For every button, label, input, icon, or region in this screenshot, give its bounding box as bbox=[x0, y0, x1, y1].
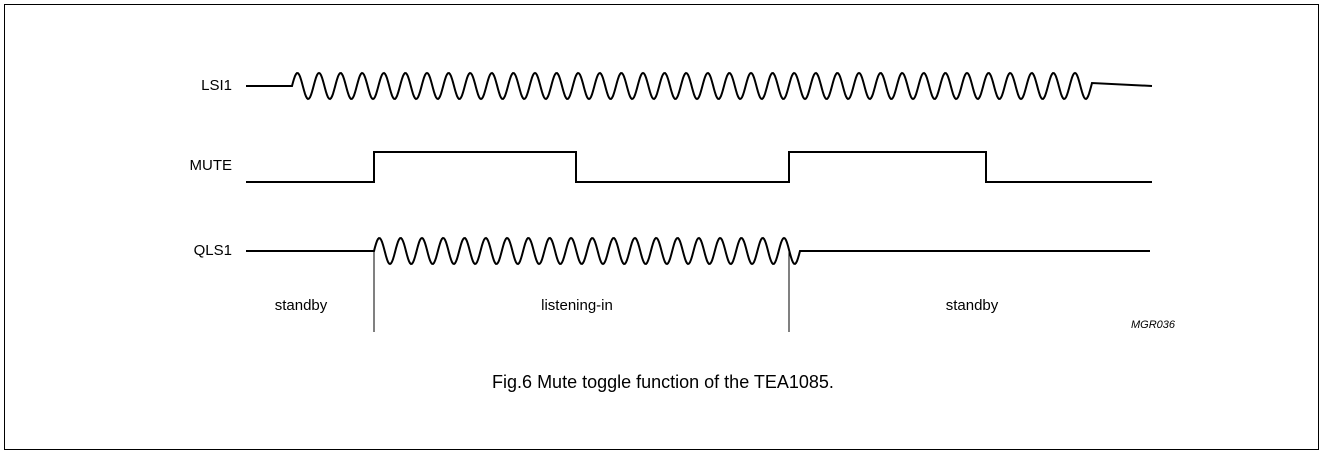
qls1-waveform bbox=[246, 236, 1150, 266]
figure-caption: Fig.6 Mute toggle function of the TEA108… bbox=[492, 372, 834, 392]
phase-label-standby-right: standby bbox=[945, 297, 999, 314]
mute-waveform bbox=[246, 151, 1152, 183]
signal-label-lsi1: LSI1 bbox=[201, 77, 232, 94]
phase-label-listening-in: listening-in bbox=[541, 297, 613, 314]
signal-label-mute: MUTE bbox=[189, 157, 233, 174]
signal-label-qls1: QLS1 bbox=[193, 242, 232, 259]
reference-code: MGR036 bbox=[1130, 319, 1175, 331]
figure-frame bbox=[4, 4, 1319, 450]
phase-label-standby-left: standby bbox=[274, 297, 328, 314]
lsi1-waveform bbox=[246, 71, 1153, 101]
